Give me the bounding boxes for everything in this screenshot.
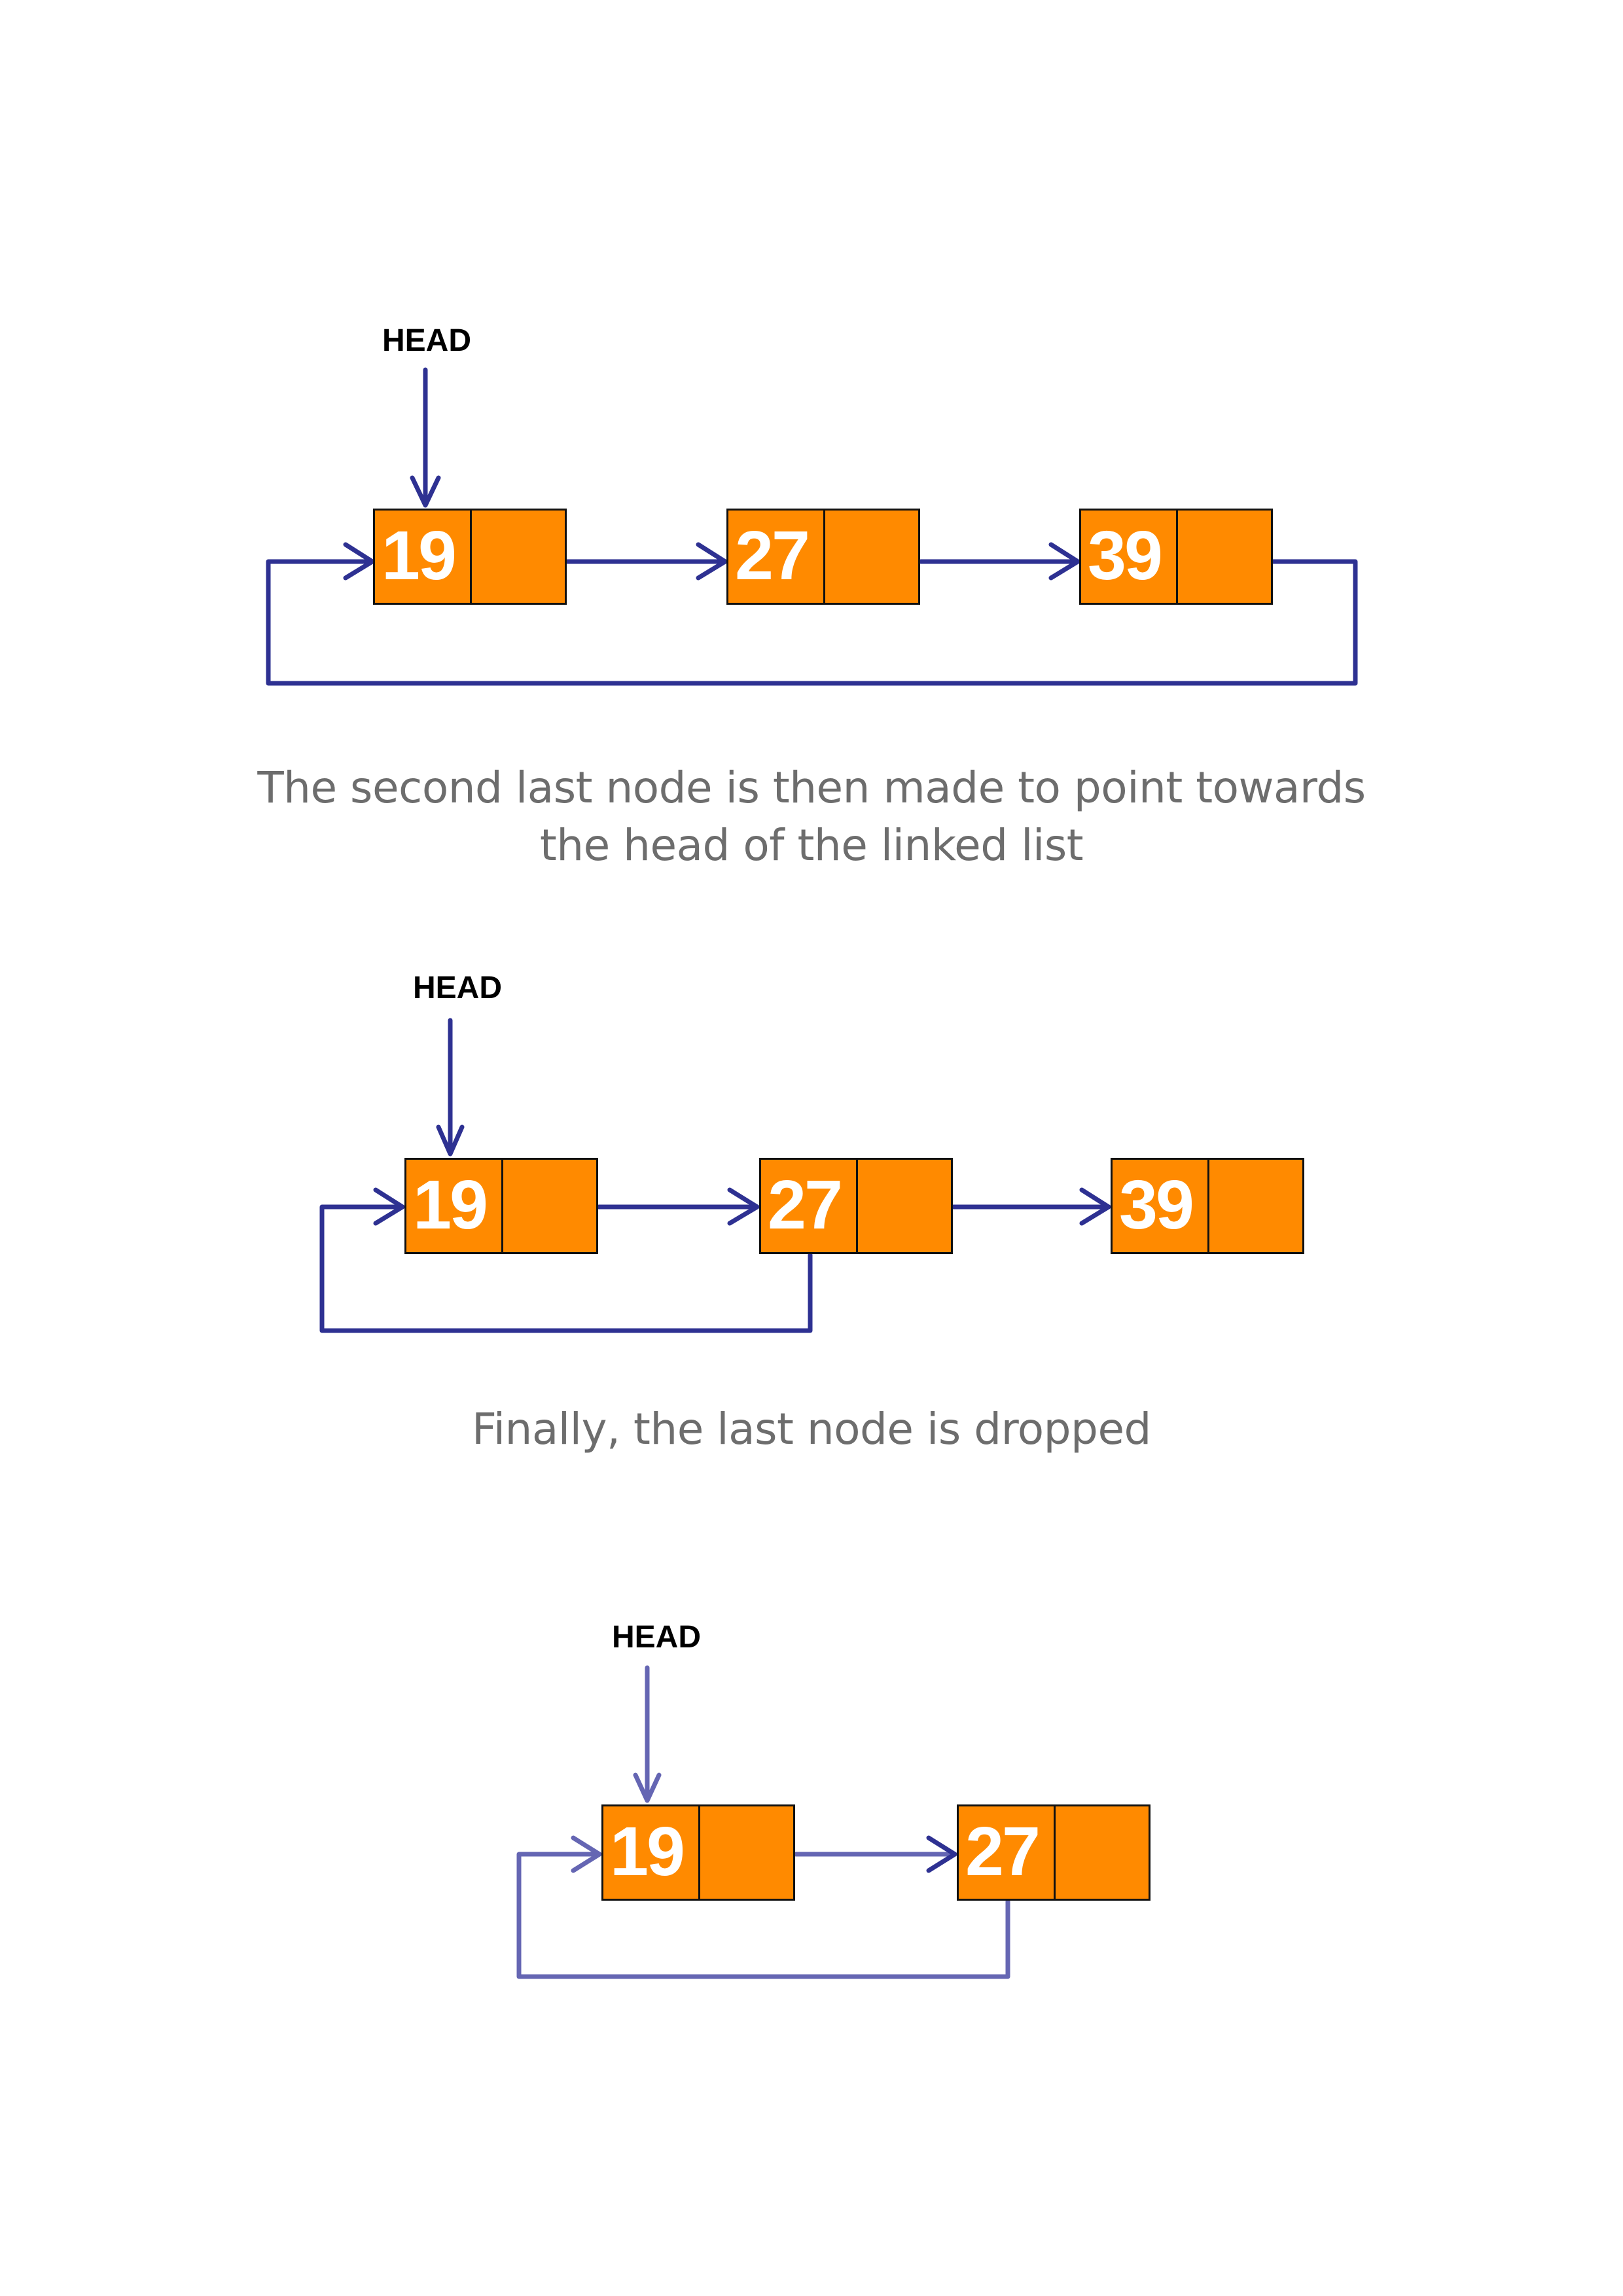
head-label: HEAD [612, 1620, 702, 1655]
list-node: 27 [759, 1158, 953, 1254]
node-value: 19 [413, 1166, 488, 1244]
node-data-field: 39 [1113, 1160, 1209, 1252]
head-label: HEAD [382, 323, 472, 358]
next-arrow-icon [565, 542, 728, 581]
node-data-field: 19 [375, 511, 472, 603]
node-value: 27 [735, 516, 810, 594]
node-data-field: 27 [761, 1160, 858, 1252]
list-node: 19 [404, 1158, 598, 1254]
caption-step-1-line-1: The second last node is then made to poi… [257, 762, 1366, 813]
head-label: HEAD [413, 971, 503, 1005]
node-value: 19 [610, 1812, 685, 1890]
next-arrowhead-icon [926, 1835, 957, 1873]
node-next-pointer [1209, 1160, 1302, 1252]
node-next-pointer [472, 511, 565, 603]
node-value: 27 [768, 1166, 843, 1244]
node-value: 39 [1119, 1166, 1194, 1244]
node-next-pointer [503, 1160, 596, 1252]
node-data-field: 39 [1081, 511, 1178, 603]
list-node: 39 [1079, 509, 1273, 605]
node-data-field: 19 [406, 1160, 503, 1252]
node-data-field: 27 [728, 511, 825, 603]
head-pointer-arrow-icon [410, 367, 441, 508]
diagram-3-arrowhead [926, 1835, 957, 1873]
node-data-field: 27 [959, 1806, 1056, 1899]
caption-step-1-line-2: the head of the linked list [539, 820, 1084, 870]
node-value: 39 [1088, 516, 1163, 594]
node-value: 19 [382, 516, 457, 594]
node-value: 27 [965, 1812, 1041, 1890]
diagram-3-arrows [516, 1665, 1010, 1979]
node-next-pointer [858, 1160, 951, 1252]
list-node: 27 [726, 509, 920, 605]
diagram-2-arrows [319, 1018, 1111, 1333]
next-arrow-icon [950, 1187, 1111, 1226]
list-node: 19 [373, 509, 567, 605]
loop-back-arrow-icon [319, 1187, 813, 1333]
next-arrow-icon [918, 542, 1080, 581]
caption-step-2: Finally, the last node is dropped [472, 1404, 1151, 1454]
head-pointer-arrow-icon [633, 1665, 662, 1803]
head-pointer-arrow-icon [436, 1018, 465, 1157]
node-next-pointer [1056, 1806, 1149, 1899]
next-arrow-icon [596, 1187, 760, 1226]
loop-back-arrow-icon [266, 542, 1358, 686]
node-next-pointer [825, 511, 918, 603]
diagram-1-arrows [266, 367, 1358, 686]
list-node: 27 [957, 1804, 1150, 1901]
list-node: 39 [1111, 1158, 1304, 1254]
node-next-pointer [700, 1806, 793, 1899]
node-next-pointer [1178, 511, 1271, 603]
node-data-field: 19 [603, 1806, 700, 1899]
loop-back-arrow-icon [516, 1835, 1010, 1979]
list-node: 19 [601, 1804, 795, 1901]
